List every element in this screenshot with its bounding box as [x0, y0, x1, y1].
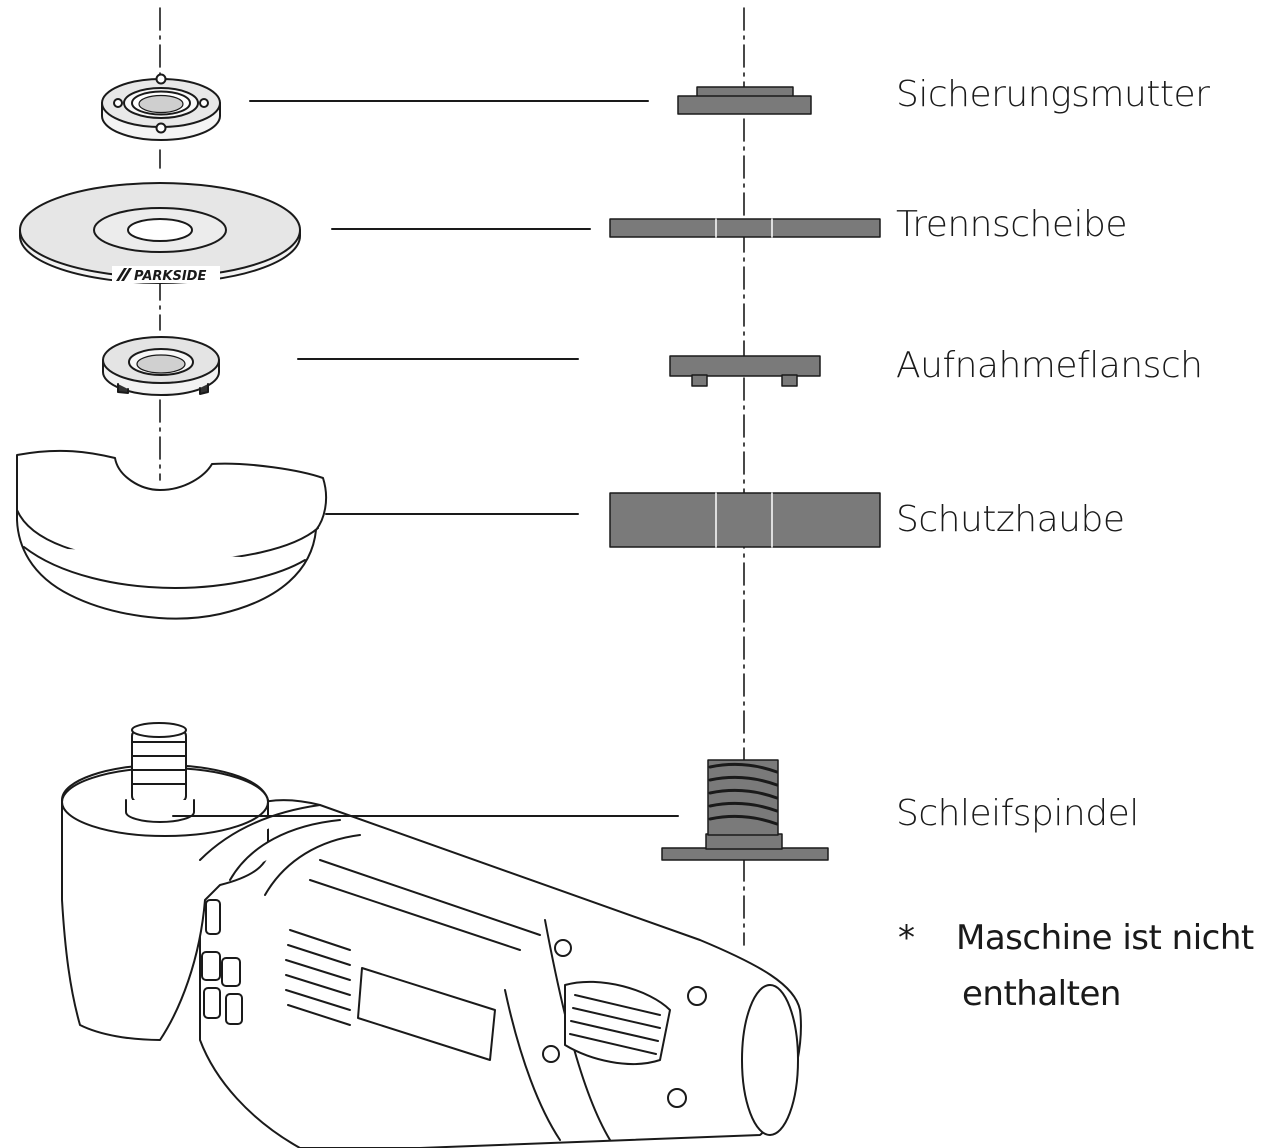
cutting-disc-section	[609, 218, 881, 238]
spindle-section	[661, 759, 829, 861]
footnote: * Maschine ist nicht enthalten	[898, 910, 1268, 1030]
label-spindle: Schleifspindel	[896, 793, 1139, 834]
label-lock-nut: Sicherungsmutter	[896, 74, 1210, 115]
guard-section	[609, 492, 881, 548]
mounting-flange-drawing	[102, 336, 220, 396]
cutting-disc-drawing	[19, 182, 301, 284]
footnote-line-1: Maschine ist nicht	[956, 918, 1254, 958]
guard-drawing	[16, 449, 327, 620]
svg-text:PARKSIDE: PARKSIDE	[134, 269, 206, 284]
leader-lines	[172, 100, 679, 817]
footnote-marker: *	[898, 918, 915, 958]
footnote-line-2: enthalten	[962, 974, 1121, 1014]
label-mounting-flange: Aufnahmeflansch	[896, 345, 1203, 386]
brand-logo: PARKSIDE	[112, 266, 220, 284]
lock-nut-drawing	[101, 73, 221, 141]
grinder-drawing	[61, 722, 802, 1148]
label-guard: Schutzhaube	[896, 499, 1125, 540]
lock-nut-section	[677, 86, 812, 115]
mounting-flange-section	[669, 355, 821, 387]
label-cutting-disc: Trennscheibe	[896, 204, 1128, 245]
